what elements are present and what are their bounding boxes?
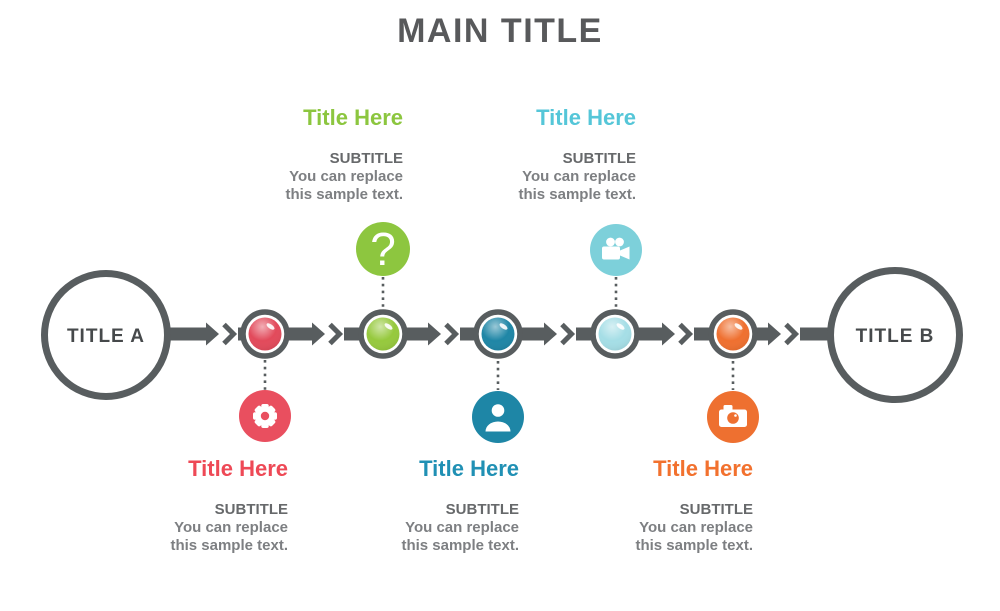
milestone-4-body-line1: You can replace bbox=[522, 168, 636, 185]
milestone-1-body-line2: this sample text. bbox=[170, 537, 288, 554]
node-3 bbox=[473, 309, 523, 359]
arrowhead-icon bbox=[428, 322, 441, 346]
endpoint-left-label: TITLE A bbox=[67, 326, 145, 347]
milestone-4-body-line2: this sample text. bbox=[518, 186, 636, 203]
timeline-nodes bbox=[240, 309, 758, 359]
chevron-icon bbox=[222, 322, 238, 346]
milestone-1-badge bbox=[239, 390, 291, 442]
chevron-icon bbox=[784, 322, 800, 346]
person-icon bbox=[485, 404, 511, 432]
endpoint-right-label: TITLE B bbox=[856, 326, 935, 347]
milestone-2-body-line2: this sample text. bbox=[285, 186, 403, 203]
milestone-5-body-line1: You can replace bbox=[639, 519, 753, 536]
main-title: MAIN TITLE bbox=[397, 12, 603, 50]
milestone-2-subtitle: SUBTITLE bbox=[329, 150, 403, 167]
milestone-4-subtitle: SUBTITLE bbox=[562, 150, 636, 167]
milestone-2-title: Title Here bbox=[303, 105, 403, 130]
milestone-5-title: Title Here bbox=[653, 456, 753, 481]
video-camera-icon bbox=[602, 237, 630, 260]
arrowhead-icon bbox=[662, 322, 675, 346]
node-4 bbox=[590, 309, 640, 359]
question-mark-icon: ? bbox=[370, 223, 396, 275]
node-2 bbox=[358, 309, 408, 359]
milestone-2-badge: ? bbox=[356, 222, 410, 276]
milestone-5-subtitle: SUBTITLE bbox=[679, 501, 753, 518]
milestone-3-subtitle: SUBTITLE bbox=[445, 501, 519, 518]
arrowhead-icon bbox=[544, 322, 557, 346]
milestone-1-subtitle: SUBTITLE bbox=[214, 501, 288, 518]
chevron-icon bbox=[444, 322, 460, 346]
milestone-5-text-block: Title Here SUBTITLE You can replace this… bbox=[553, 457, 753, 555]
milestone-5-badge bbox=[707, 391, 759, 443]
arrowhead-icon bbox=[312, 322, 325, 346]
milestone-3-text-block: Title Here SUBTITLE You can replace this… bbox=[319, 457, 519, 555]
node-1 bbox=[240, 309, 290, 359]
milestone-4-badge bbox=[590, 224, 642, 276]
chevron-icon bbox=[328, 322, 344, 346]
milestone-3-body-line1: You can replace bbox=[405, 519, 519, 536]
endpoint-left: TITLE A bbox=[41, 270, 171, 400]
arrowhead-icon bbox=[206, 322, 219, 346]
endpoint-right: TITLE B bbox=[827, 267, 963, 403]
milestone-4-text-block: Title Here SUBTITLE You can replace this… bbox=[436, 106, 636, 204]
milestone-5-body-line2: this sample text. bbox=[635, 537, 753, 554]
camera-icon bbox=[719, 405, 747, 427]
milestone-2-text-block: Title Here SUBTITLE You can replace this… bbox=[203, 106, 403, 204]
node-5 bbox=[708, 309, 758, 359]
arrowhead-icon bbox=[768, 322, 781, 346]
milestone-1-title: Title Here bbox=[188, 456, 288, 481]
milestone-3-title: Title Here bbox=[419, 456, 519, 481]
milestone-4-title: Title Here bbox=[536, 105, 636, 130]
milestone-1-text-block: Title Here SUBTITLE You can replace this… bbox=[88, 457, 288, 555]
milestone-1-body-line1: You can replace bbox=[174, 519, 288, 536]
chevron-icon bbox=[678, 322, 694, 346]
chevron-icon bbox=[560, 322, 576, 346]
dotted-connectors bbox=[263, 277, 735, 390]
milestone-3-body-line2: this sample text. bbox=[401, 537, 519, 554]
milestone-3-badge bbox=[472, 391, 524, 443]
gear-icon bbox=[253, 404, 277, 428]
milestone-2-body-line1: You can replace bbox=[289, 168, 403, 185]
